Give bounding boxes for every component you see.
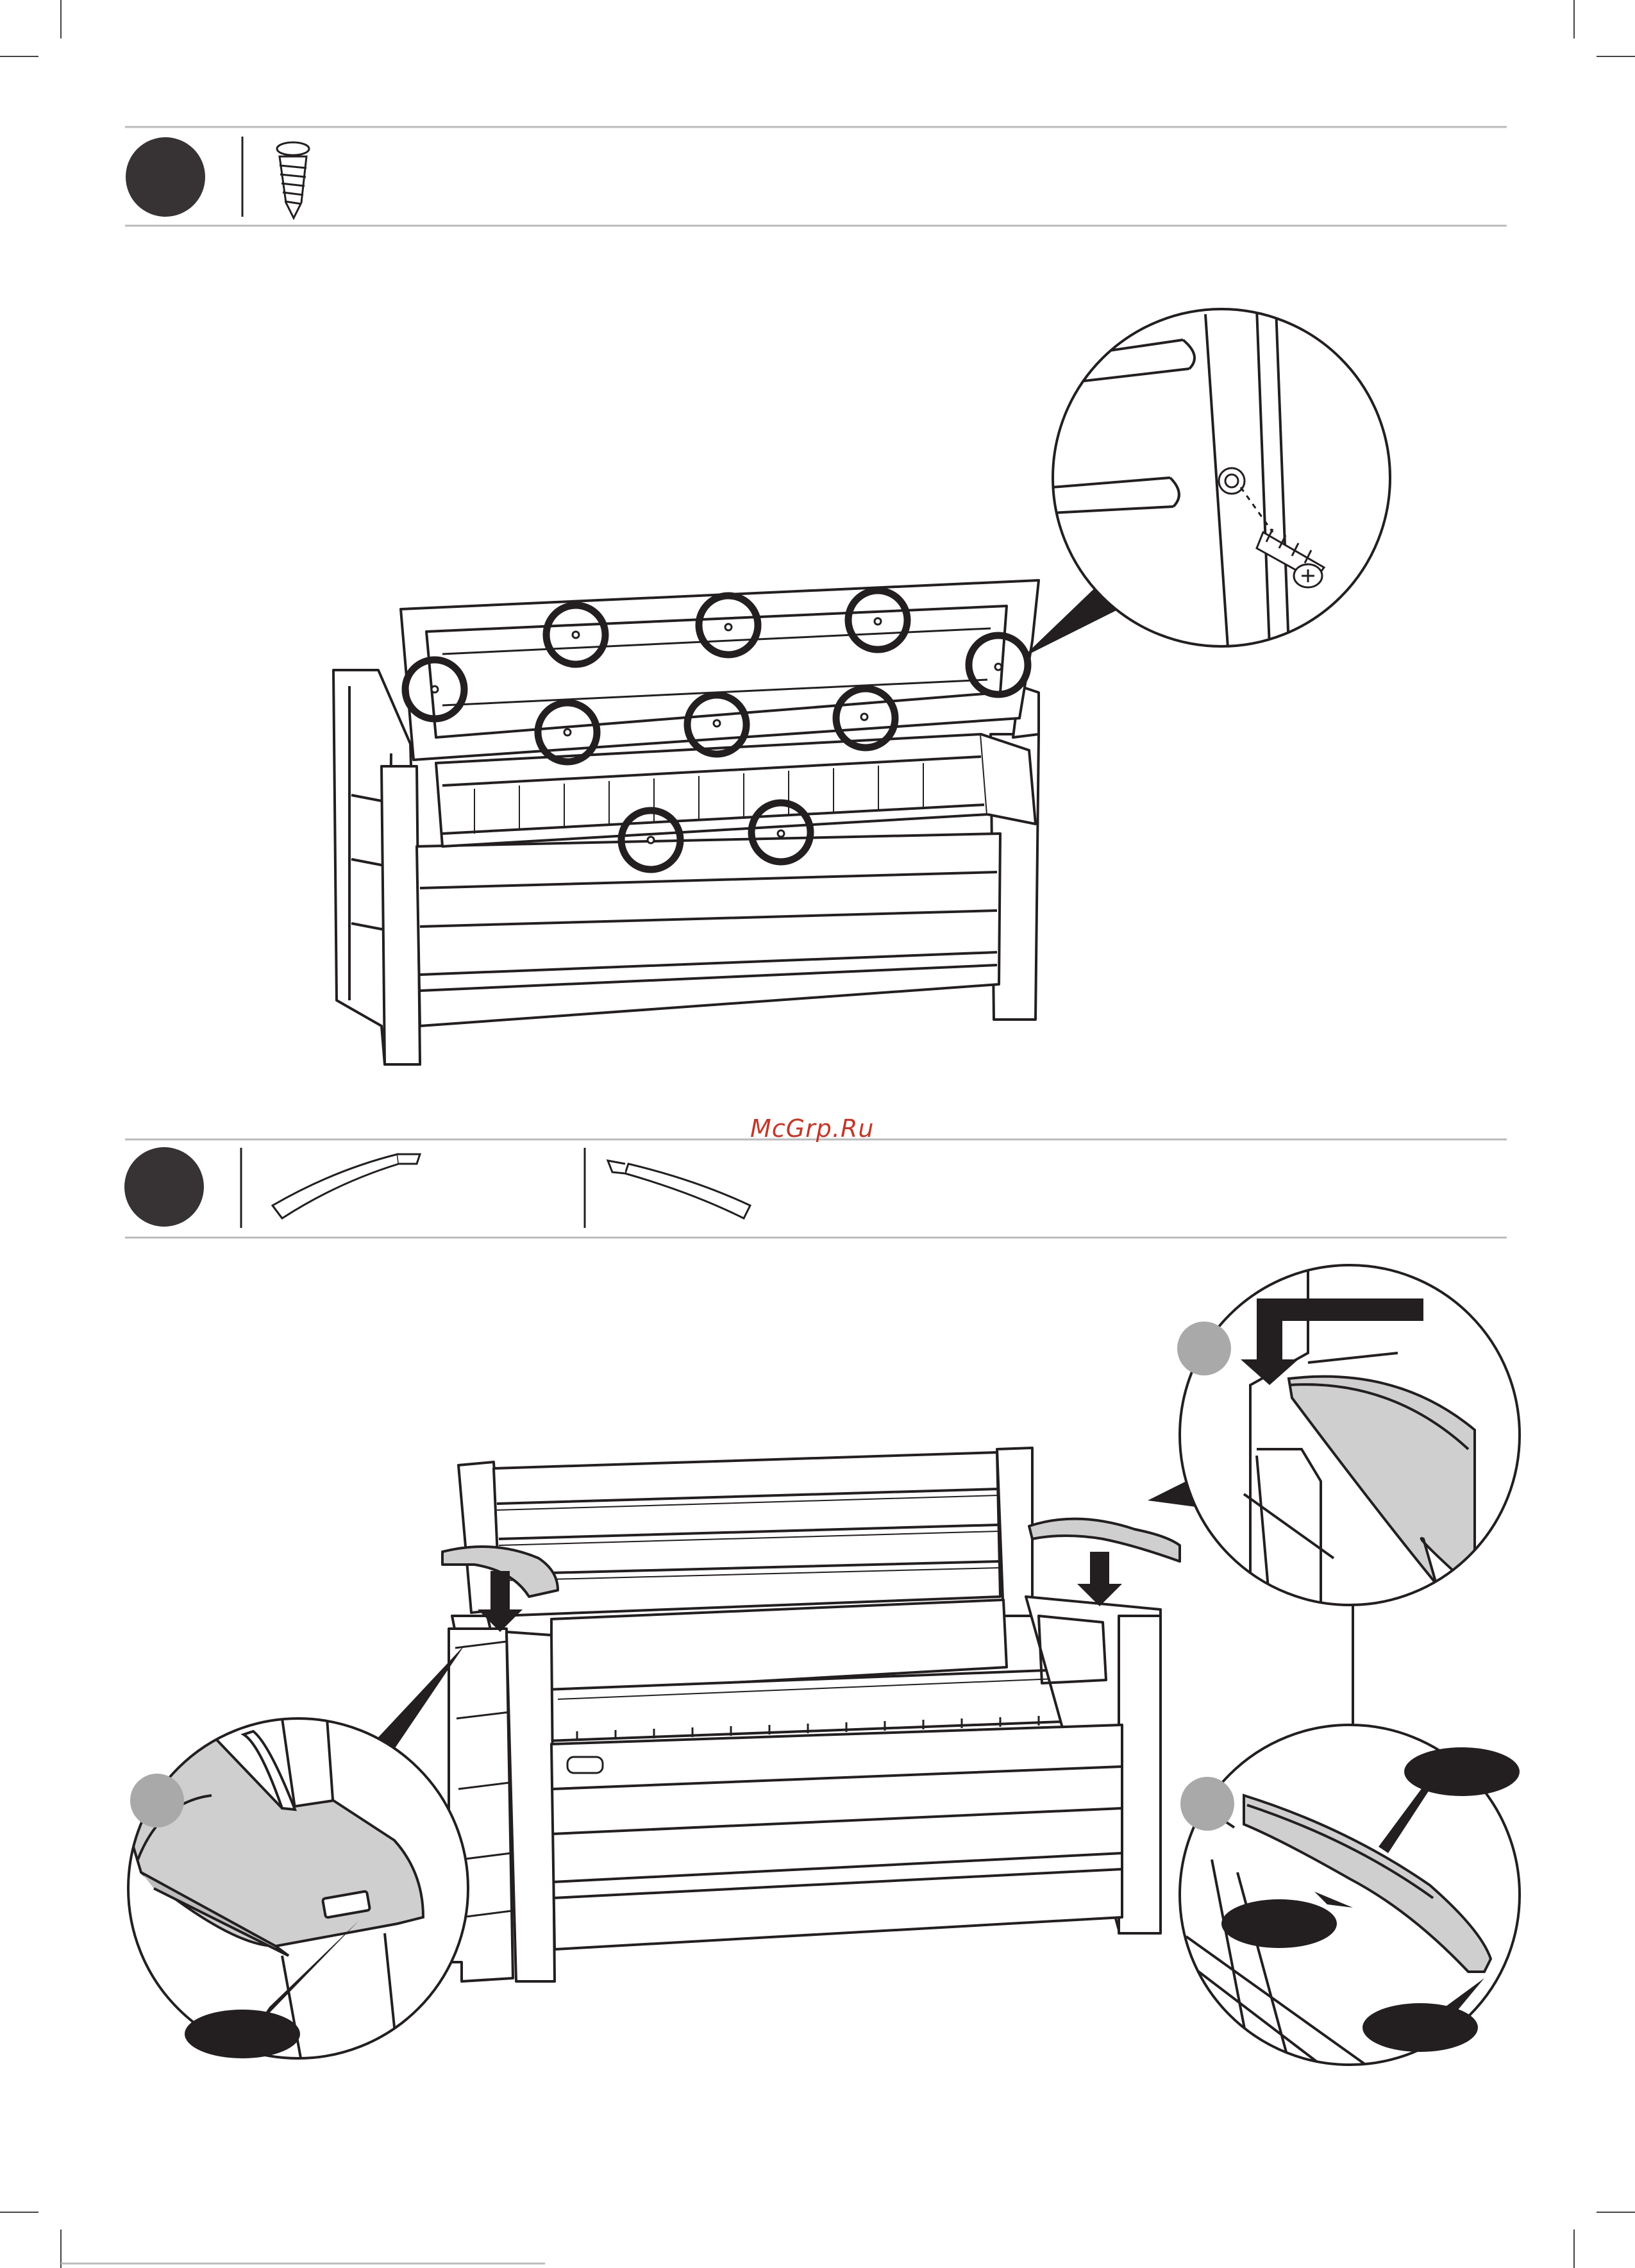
armrest-left-part — [272, 1154, 420, 1218]
detail-marker-b — [130, 1774, 184, 1827]
zoom-detail-screw — [1052, 308, 1390, 648]
watermark: McGrp.Ru — [750, 1114, 874, 1143]
callout-blob — [1221, 1899, 1337, 1948]
screw-icon — [277, 142, 309, 218]
callout-blob — [1404, 1747, 1520, 1796]
zoom-detail-arm-tab — [122, 1718, 468, 2062]
step-1-header — [125, 127, 1507, 226]
zoom-detail-arm-insert — [1177, 1263, 1520, 1605]
storage-bench-open-lid — [333, 580, 1039, 1064]
armrest-right-part — [608, 1161, 750, 1218]
zoom-detail-arm-seated — [1180, 1725, 1520, 2065]
step-2-badge — [124, 1147, 204, 1227]
detail-marker-c — [1180, 1777, 1234, 1831]
detail-marker-a — [1177, 1322, 1231, 1375]
step-1-badge — [126, 137, 205, 217]
callout-blob — [185, 2010, 300, 2058]
step-2-header — [124, 1139, 1507, 1238]
callout-blob — [1363, 2003, 1478, 2052]
